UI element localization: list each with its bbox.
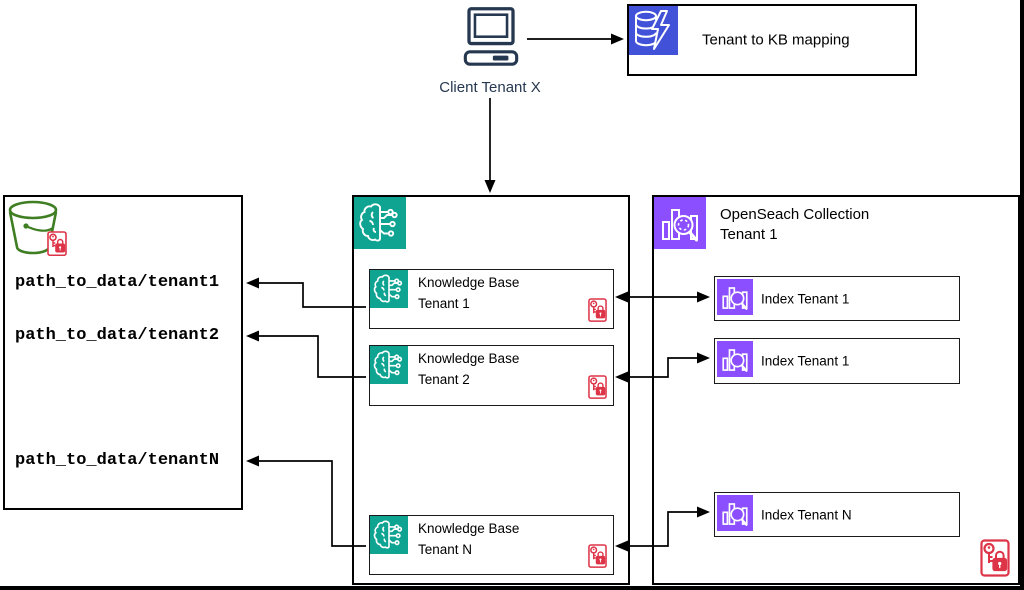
opensearch-title-line1: OpenSeach Collection [720,206,870,223]
kb-tenantN-box: Knowledge Base Tenant N [369,515,614,575]
index-label: Index Tenant 1 [761,353,850,369]
index-label: Index Tenant 1 [761,291,850,306]
client-node [452,6,530,72]
dynamodb-icon [629,6,678,55]
kb-label-line1: Knowledge Base [418,521,520,536]
bedrock-brain-icon [370,270,408,308]
client-label: Client Tenant X [439,79,541,96]
mapping-label: Tenant to KB mapping [702,31,850,49]
tenant-kb-mapping-box: Tenant to KB mapping [627,4,917,76]
kb-label-line1: Knowledge Base [418,351,520,366]
key-lock-icon [588,544,607,570]
kb-tenant2-box: Knowledge Base Tenant 2 [369,345,614,406]
opensearch-index-icon [717,495,753,531]
opensearch-index-icon [717,279,753,315]
opensearch-collection-box: OpenSeach Collection Tenant 1 Index Tena… [652,195,1020,585]
kb-label-line2: Tenant 2 [418,372,470,387]
s3-path-tenant1: path_to_data/tenant1 [15,273,220,292]
opensearch-icon [654,197,706,249]
opensearch-index-icon [717,341,753,377]
index-label: Index Tenant N [761,507,852,522]
opensearch-title-line2: Tenant 1 [720,226,778,243]
bedrock-brain-icon [370,346,408,384]
bedrock-brain-icon [370,516,408,554]
index-tenant1-box: Index Tenant 1 [714,276,960,321]
s3-bucket-box: path_to_data/tenant1 path_to_data/tenant… [3,195,243,510]
key-lock-icon [588,298,607,324]
bedrock-kb-container: Knowledge Base Tenant 1 [352,195,630,585]
key-lock-icon [588,375,607,401]
kb-label-line1: Knowledge Base [418,275,520,290]
computer-icon [463,7,519,66]
s3-path-tenant2: path_to_data/tenant2 [15,326,220,345]
kb-label-line2: Tenant 1 [418,296,470,311]
key-lock-icon [47,231,67,258]
bedrock-brain-icon [354,197,406,249]
kb-tenant1-box: Knowledge Base Tenant 1 [369,269,614,329]
image-frame-bottom [0,586,1024,590]
image-frame-right [1020,0,1024,590]
index-tenantN-box: Index Tenant N [714,492,960,537]
key-lock-icon [980,539,1010,577]
kb-label-line2: Tenant N [418,542,473,557]
index-tenant2-box: Index Tenant 1 [714,338,960,384]
s3-path-tenantN: path_to_data/tenantN [15,451,220,470]
